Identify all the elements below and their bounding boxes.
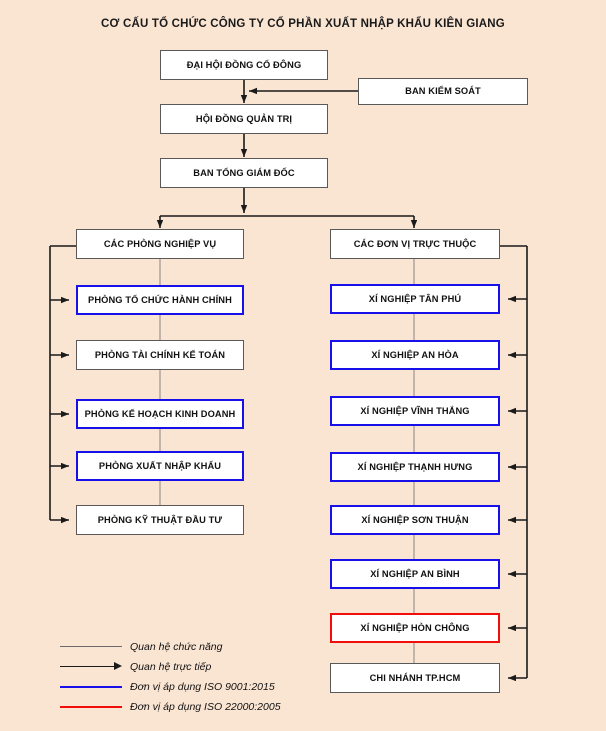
node-label: XÍ NGHIỆP VĨNH THẮNG bbox=[360, 405, 470, 416]
node-label: XÍ NGHIỆP THẠNH HƯNG bbox=[357, 461, 473, 472]
node-label: PHÒNG XUẤT NHẬP KHẨU bbox=[98, 460, 222, 471]
node-label: XÍ NGHIỆP HÒN CHÔNG bbox=[360, 622, 470, 633]
node-label: XÍ NGHIỆP AN HÒA bbox=[371, 349, 459, 360]
legend-label: Đơn vị áp dụng ISO 22000:2005 bbox=[130, 701, 281, 713]
node-label: HỘI ĐỒNG QUẢN TRỊ bbox=[195, 113, 293, 124]
legend-label: Quan hệ chức năng bbox=[130, 641, 223, 653]
node-right-item-3[interactable]: XÍ NGHIỆP THẠNH HƯNG bbox=[330, 452, 500, 482]
node-board-of-directors[interactable]: HỘI ĐỒNG QUẢN TRỊ bbox=[160, 104, 328, 134]
node-label: XÍ NGHIỆP TÂN PHÚ bbox=[368, 293, 462, 304]
legend-label: Đơn vị áp dụng ISO 9001:2015 bbox=[130, 681, 275, 693]
iso9001-line-icon bbox=[60, 681, 122, 693]
node-label: PHÒNG KẾ HOẠCH KINH DOANH bbox=[84, 408, 236, 419]
node-right-item-0[interactable]: XÍ NGHIỆP TÂN PHÚ bbox=[330, 284, 500, 314]
page-title: CƠ CẤU TỔ CHỨC CÔNG TY CỔ PHẦN XUẤT NHẬP… bbox=[101, 18, 505, 30]
node-label: ĐẠI HỘI ĐỒNG CỔ ĐÔNG bbox=[186, 59, 302, 70]
node-right-item-4[interactable]: XÍ NGHIỆP SƠN THUẬN bbox=[330, 505, 500, 535]
iso22000-line-icon bbox=[60, 701, 122, 713]
legend-row-iso22000: Đơn vị áp dụng ISO 22000:2005 bbox=[60, 699, 281, 715]
node-left-item-1[interactable]: PHÒNG TÀI CHÍNH KẾ TOÁN bbox=[76, 340, 244, 370]
node-label: CÁC PHÒNG NGHIỆP VỤ bbox=[103, 238, 217, 249]
node-label: CÁC ĐƠN VỊ TRỰC THUỘC bbox=[353, 238, 477, 249]
node-right-item-7[interactable]: CHI NHÁNH TP.HCM bbox=[330, 663, 500, 693]
legend-row-direct: Quan hệ trực tiếp bbox=[60, 659, 211, 675]
node-label: CHI NHÁNH TP.HCM bbox=[369, 672, 461, 683]
node-supervisory-board[interactable]: BAN KIỂM SOÁT bbox=[358, 78, 528, 105]
node-shareholders-meeting[interactable]: ĐẠI HỘI ĐỒNG CỔ ĐÔNG bbox=[160, 50, 328, 80]
node-right-item-5[interactable]: XÍ NGHIỆP AN BÌNH bbox=[330, 559, 500, 589]
node-label: XÍ NGHIỆP AN BÌNH bbox=[370, 568, 460, 579]
node-label: PHÒNG TỔ CHỨC HÀNH CHÍNH bbox=[88, 294, 232, 305]
node-right-item-1[interactable]: XÍ NGHIỆP AN HÒA bbox=[330, 340, 500, 370]
node-left-header[interactable]: CÁC PHÒNG NGHIỆP VỤ bbox=[76, 229, 244, 259]
node-general-management[interactable]: BAN TỔNG GIÁM ĐỐC bbox=[160, 158, 328, 188]
legend-row-iso9001: Đơn vị áp dụng ISO 9001:2015 bbox=[60, 679, 275, 695]
node-label: BAN KIỂM SOÁT bbox=[405, 86, 481, 97]
legend-row-functional: Quan hệ chức năng bbox=[60, 639, 222, 655]
node-left-item-0[interactable]: PHÒNG TỔ CHỨC HÀNH CHÍNH bbox=[76, 285, 244, 315]
legend-label: Quan hệ trực tiếp bbox=[130, 661, 212, 673]
node-label: BAN TỔNG GIÁM ĐỐC bbox=[193, 167, 295, 178]
node-right-header[interactable]: CÁC ĐƠN VỊ TRỰC THUỘC bbox=[330, 229, 500, 259]
node-right-item-2[interactable]: XÍ NGHIỆP VĨNH THẮNG bbox=[330, 396, 500, 426]
functional-line-icon bbox=[60, 641, 122, 653]
node-label: PHÒNG KỸ THUẬT ĐẦU TƯ bbox=[97, 514, 223, 525]
direct-arrow-icon bbox=[60, 661, 122, 673]
node-left-item-4[interactable]: PHÒNG KỸ THUẬT ĐẦU TƯ bbox=[76, 505, 244, 535]
node-right-item-6[interactable]: XÍ NGHIỆP HÒN CHÔNG bbox=[330, 613, 500, 643]
node-left-item-2[interactable]: PHÒNG KẾ HOẠCH KINH DOANH bbox=[76, 399, 244, 429]
node-label: XÍ NGHIỆP SƠN THUẬN bbox=[361, 514, 469, 525]
node-left-item-3[interactable]: PHÒNG XUẤT NHẬP KHẨU bbox=[76, 451, 244, 481]
node-label: PHÒNG TÀI CHÍNH KẾ TOÁN bbox=[94, 349, 226, 360]
